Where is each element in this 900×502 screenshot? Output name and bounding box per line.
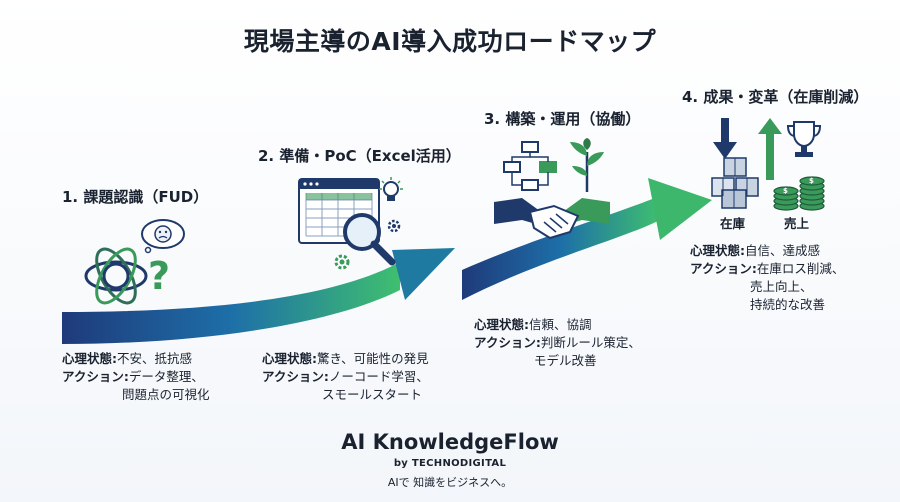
question-mark-icon: ?	[148, 254, 171, 298]
gear-icon	[334, 254, 350, 270]
brain-knot-icon	[84, 247, 148, 305]
brand-name: AI KnowledgeFlow	[341, 430, 559, 454]
stage-3-mind-label: 心理状態:	[474, 317, 529, 332]
stage-1-title: 1. 課題認識（FUD）	[62, 188, 209, 206]
stage-4-action-line-2: 売上向上、	[750, 279, 813, 294]
stage-2-mind-label: 心理状態:	[262, 351, 317, 366]
stage-3-info: 心理状態: 信頼、協調 アクション: 判断ルール策定、 モデル改善	[474, 316, 641, 370]
stage-1-action-label: アクション:	[62, 369, 129, 384]
boxes-icon	[711, 157, 759, 209]
flowchart-icon	[503, 141, 557, 191]
stage-2-action-label: アクション:	[262, 369, 329, 384]
svg-text:$: $	[809, 177, 814, 185]
stage-1-action-line-2: 問題点の可視化	[122, 387, 210, 402]
stage-2-title: 2. 準備・PoC（Excel活用）	[258, 147, 461, 165]
brand-tagline: AIで 知識をビジネスへ。	[387, 476, 513, 489]
arrow-segment-2	[462, 196, 660, 300]
sales-caption: 売上	[784, 216, 810, 231]
arrow-head-2	[648, 178, 712, 240]
stage-4-title: 4. 成果・変革（在庫削減）	[682, 88, 869, 106]
stage-4-action-label: アクション:	[690, 261, 757, 276]
arrow-head-1	[392, 248, 455, 300]
stage-2-info: 心理状態: 驚き、可能性の発見 アクション: ノーコード学習、 スモールスタート	[262, 350, 429, 404]
trophy-icon	[786, 121, 822, 157]
stage-4-mind-value: 自信、達成感	[745, 243, 821, 258]
stage-3-title: 3. 構築・運用（協働）	[484, 110, 641, 128]
stage-4-mind-label: 心理状態:	[690, 243, 745, 258]
stage-3-mind-value: 信頼、協調	[529, 317, 592, 332]
page-title: 現場主導のAI導入成功ロードマップ	[243, 27, 657, 56]
magnifier-icon	[343, 213, 396, 266]
sprout-icon	[570, 138, 604, 192]
worried-face-icon	[141, 219, 185, 254]
gear-icon	[387, 219, 401, 233]
stage-2-action-line-2: スモールスタート	[322, 387, 423, 402]
stage-3-action-line-2: モデル改善	[534, 353, 597, 368]
stage-3-action-label: アクション:	[474, 335, 541, 350]
stage-1-mind-value: 不安、抵抗感	[117, 351, 193, 366]
stage-4-info: 心理状態: 自信、達成感 アクション: 在庫ロス削減、 売上向上、 持続的な改善	[690, 242, 844, 314]
lightbulb-icon	[379, 177, 403, 201]
stage-3-action-line-1: 判断ルール策定、	[540, 335, 641, 350]
stage-4-action-line-1: 在庫ロス削減、	[756, 261, 845, 276]
brand-byline: by TECHNODIGITAL	[393, 458, 507, 469]
stage-1-mind-label: 心理状態:	[62, 351, 117, 366]
svg-text:$: $	[783, 187, 788, 195]
stage-1-action-line-1: データ整理、	[128, 369, 204, 384]
handshake-icon	[494, 198, 610, 240]
stage-1-info: 心理状態: 不安、抵抗感 アクション: データ整理、 問題点の可視化	[62, 350, 210, 404]
inventory-caption: 在庫	[720, 216, 746, 231]
arrow-segment-1	[62, 262, 400, 344]
stage-4-action-line-3: 持続的な改善	[750, 297, 826, 312]
up-arrow-icon	[758, 118, 782, 180]
stage-2-action-line-1: ノーコード学習、	[328, 369, 429, 384]
coins-icon: $$	[773, 176, 825, 211]
stage-2-mind-value: 驚き、可能性の発見	[317, 351, 429, 366]
down-arrow-icon	[713, 118, 737, 159]
